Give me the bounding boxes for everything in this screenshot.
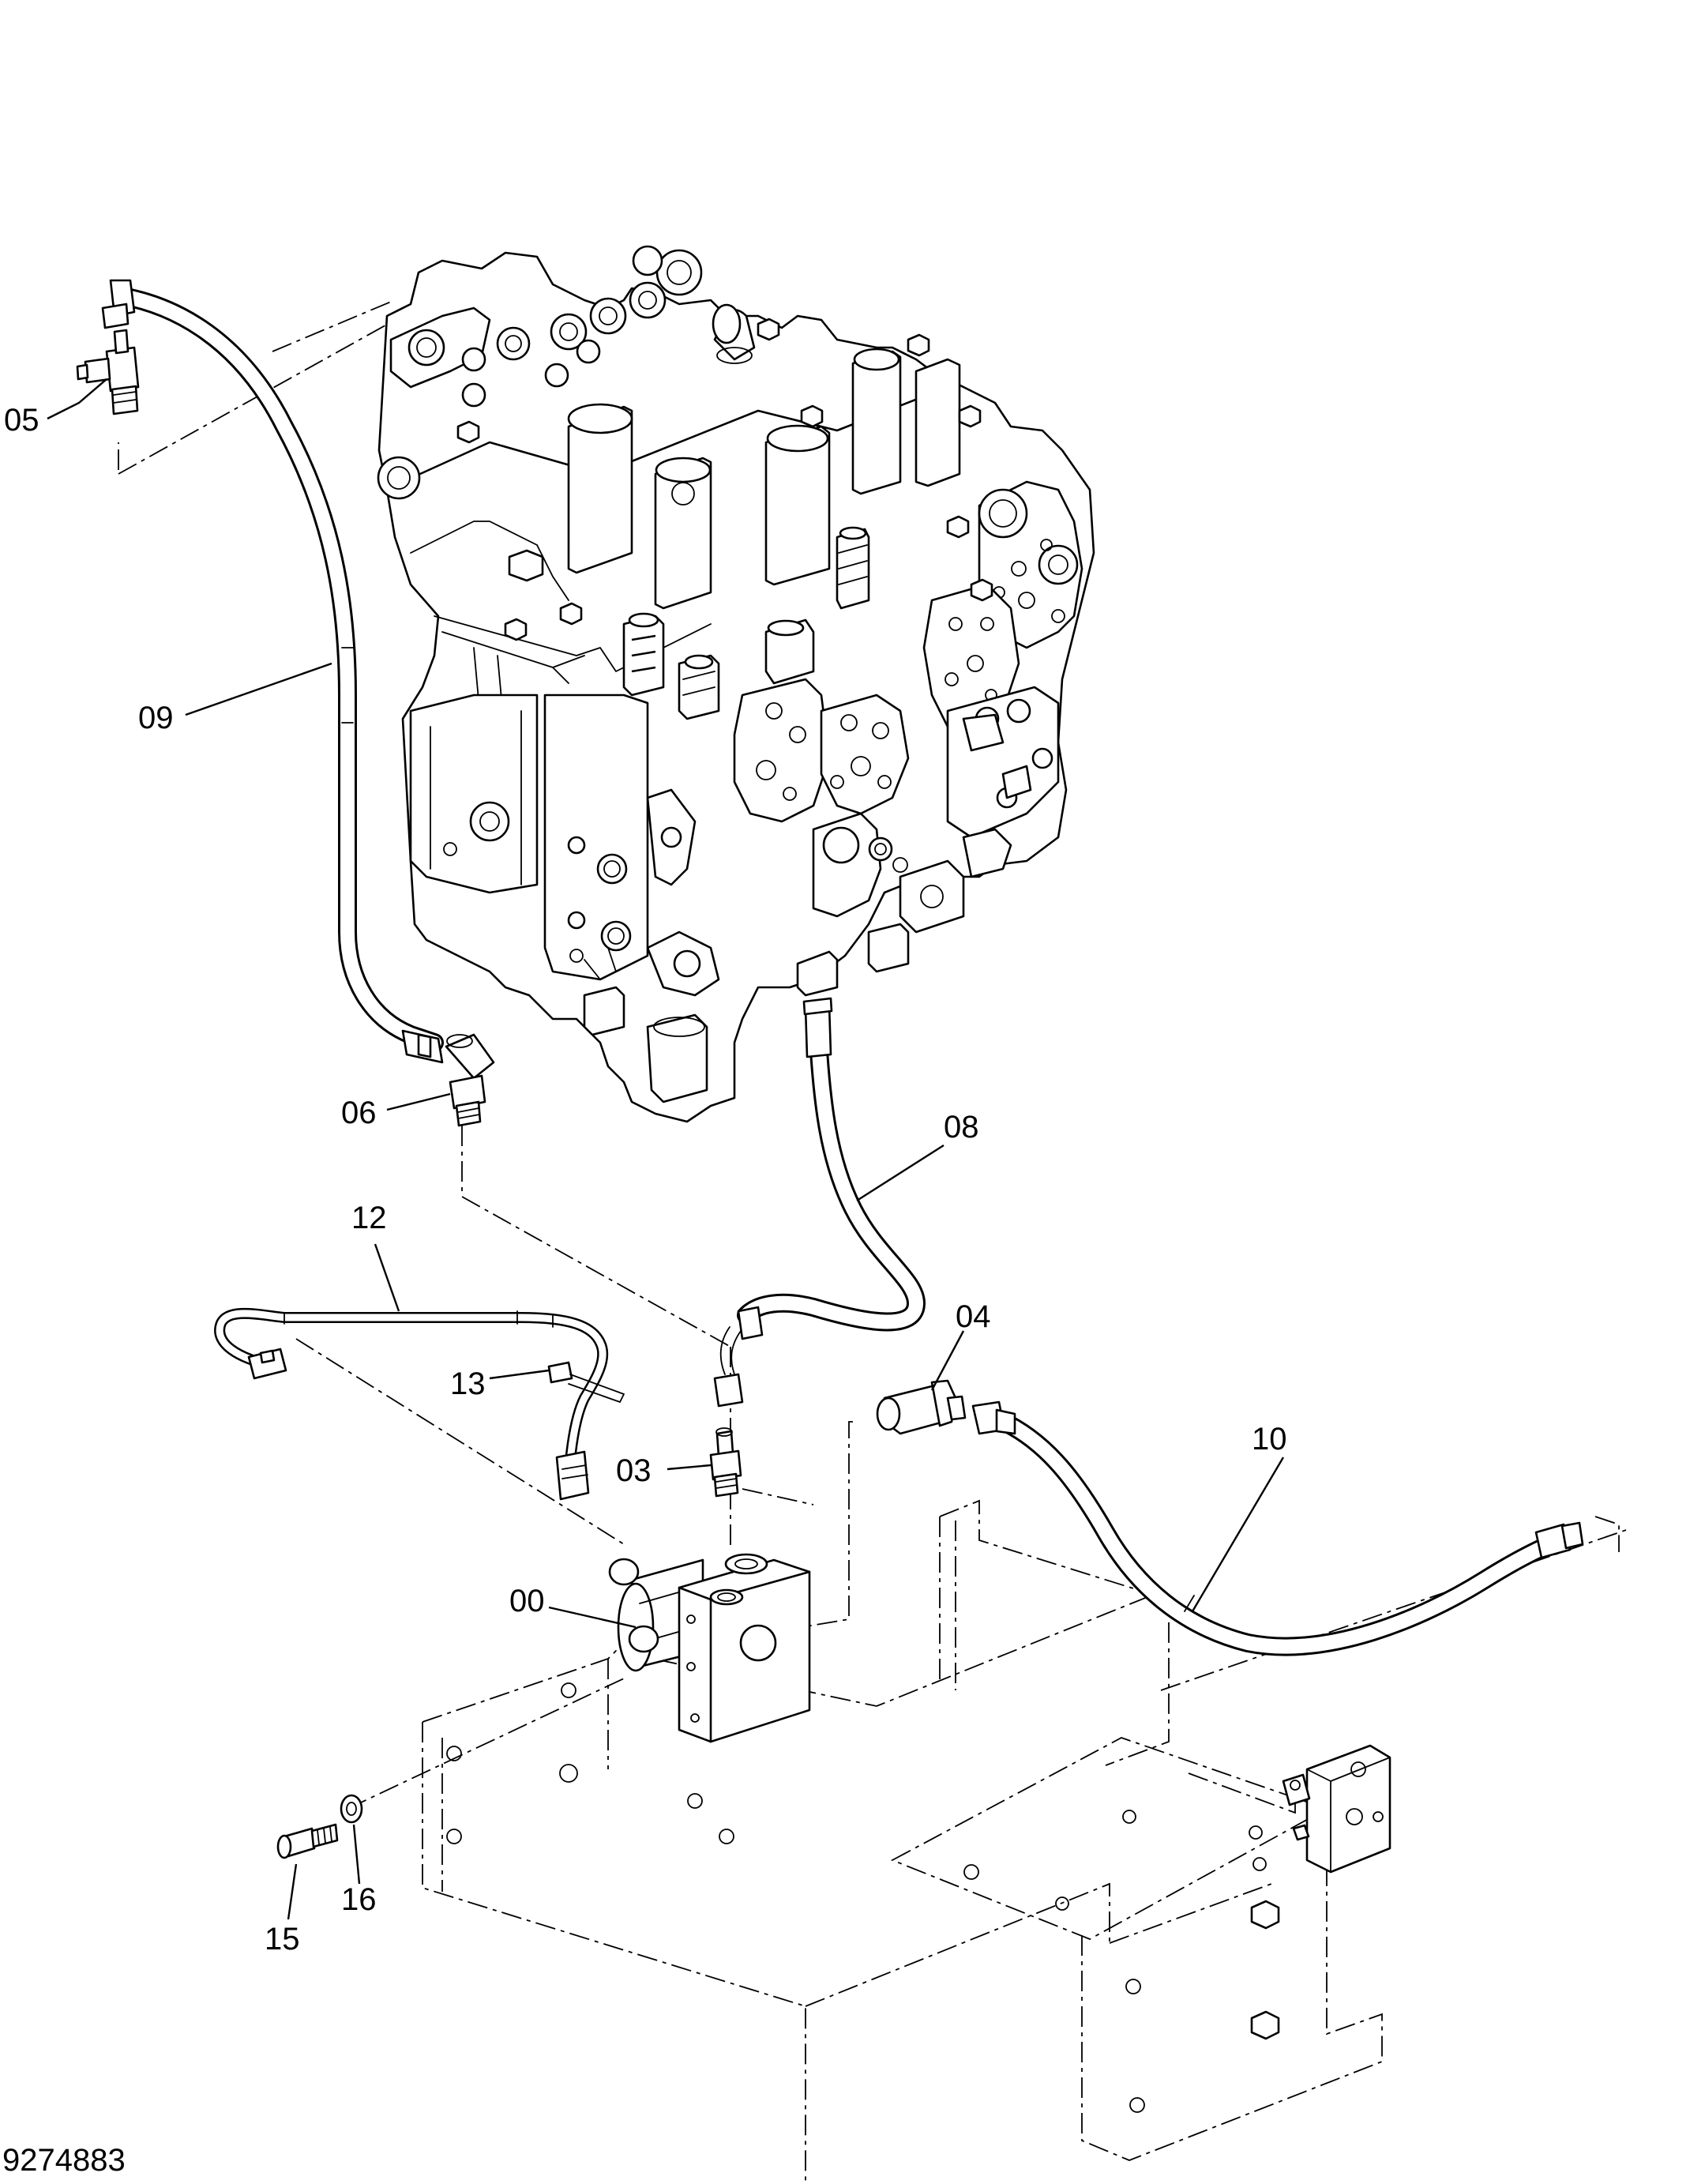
callout-12: 12 [351,1201,387,1235]
callout-04: 04 [956,1299,991,1334]
drawing-number: 9274883 [2,2143,126,2178]
callout-00: 00 [509,1584,545,1618]
callout-09: 09 [138,701,174,735]
fitting-06 [445,1033,495,1127]
bracket-valve-block [1282,1744,1391,1874]
washer-16 [340,1794,363,1824]
solenoid-valve-00 [608,1553,811,1743]
callout-06: 06 [341,1096,377,1130]
fitting-05 [76,329,140,415]
fitting-03 [709,1427,742,1498]
callout-10: 10 [1252,1422,1287,1457]
callout-03: 03 [616,1453,652,1488]
leader-lines [47,378,1285,1920]
hose-10 [971,1400,1584,1656]
hose-09 [101,279,444,1064]
hose-08 [713,997,926,1408]
callout-16: 16 [341,1882,377,1917]
callout-08: 08 [944,1110,979,1145]
harness-12 [214,1307,625,1501]
callout-05: 05 [4,403,39,438]
callout-15: 15 [265,1922,300,1957]
main-control-valve [377,245,1095,1123]
fitting-04 [876,1379,967,1435]
callout-labels: 05 09 06 08 12 13 04 03 10 00 15 16 [4,403,1287,1957]
callout-13: 13 [450,1366,486,1401]
bolt-15 [276,1823,339,1859]
